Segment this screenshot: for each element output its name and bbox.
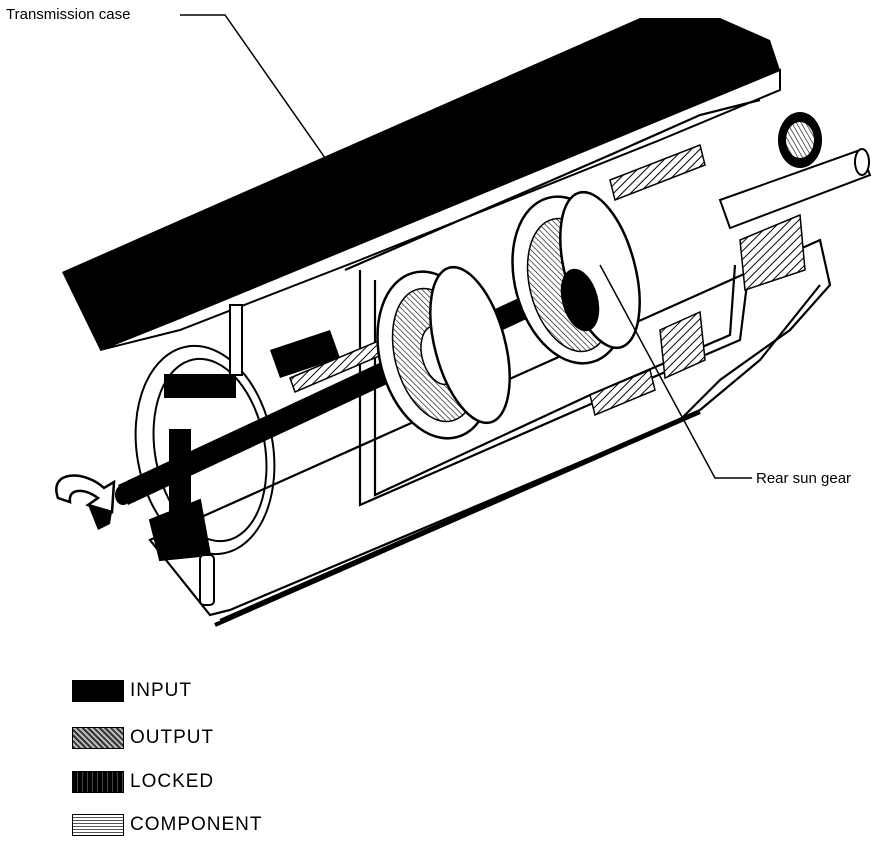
locked-swatch: [72, 771, 124, 793]
rear-planetary-gearset: [511, 190, 641, 365]
legend-label-output: OUTPUT: [130, 727, 215, 748]
legend-item-input: INPUT: [72, 680, 192, 702]
legend-label-locked: LOCKED: [130, 771, 215, 792]
transmission-case: [62, 18, 781, 351]
transmission-case-label: Transmission case: [6, 6, 131, 23]
clutch-packs: [589, 143, 806, 417]
output-swatch: [72, 727, 124, 749]
legend-item-output: OUTPUT: [72, 727, 214, 749]
legend-item-locked: LOCKED: [72, 771, 214, 793]
callout-leader-lines: [180, 14, 752, 479]
input-swatch: [72, 680, 124, 702]
front-planetary-gearset: [376, 265, 511, 440]
legend-label-input: INPUT: [130, 680, 192, 701]
rear-sun-gear-label: Rear sun gear: [756, 470, 852, 487]
component-swatch: [72, 814, 124, 836]
legend-label-component: COMPONENT: [130, 814, 263, 835]
output-shaft: [718, 148, 872, 230]
legend-item-component: COMPONENT: [72, 814, 263, 836]
housing-body: [148, 98, 832, 627]
rotation-arrow-icon: [55, 474, 116, 530]
rear-ring-gear: [778, 112, 822, 168]
